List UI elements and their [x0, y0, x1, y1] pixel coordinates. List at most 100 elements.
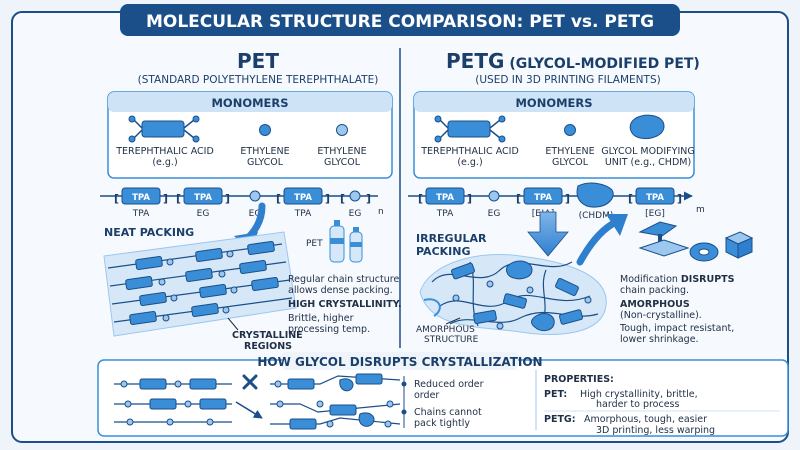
pet-desc-2: allows dense packing. — [288, 285, 393, 296]
water-bottle-icon — [349, 227, 363, 263]
chdm-unit — [576, 182, 614, 208]
pet-packing-title: NEAT PACKING — [104, 226, 194, 239]
ordered-chains — [114, 378, 232, 426]
svg-text:[: [ — [516, 192, 521, 205]
petg-monomer-3-line2: UNIT (e.g., CHDM) — [605, 157, 691, 168]
pet-chain-unit-label: TPA — [194, 193, 212, 203]
pet-chain-unit — [121, 187, 161, 205]
page-title: MOLECULAR STRUCTURE COMPARISON: PET vs. … — [146, 12, 654, 32]
pet-monomer-2-line1: ETHYLENE — [240, 146, 289, 157]
disruption-note-1b: order — [414, 390, 439, 401]
petg-desc-5: lower shrinkage. — [620, 334, 699, 345]
disrupted-chains — [270, 373, 401, 430]
pet-chain-label: EG — [249, 209, 262, 219]
water-bottle-icon — [329, 220, 345, 263]
petg-subheading: (USED IN 3D PRINTING FILAMENTS) — [475, 74, 660, 86]
petg-desc-2: chain packing. — [620, 285, 689, 296]
eg-unit — [488, 190, 500, 202]
eg-unit — [249, 190, 261, 202]
petg-packing-title-2: PACKING — [416, 245, 471, 258]
svg-text:]: ] — [677, 192, 682, 205]
petg-region-label-1: AMORPHOUS — [416, 325, 475, 335]
disruption-arrow — [235, 401, 263, 419]
petg-repeat-index: m — [696, 205, 705, 215]
tpa-molecule-icon — [434, 115, 506, 143]
pet-panel: PET (STANDARD POLYETHYLENE TEREPHTHALATE… — [100, 49, 402, 352]
petg-monomers-box: MONOMERS TEREPHTHALIC ACID (e.g.) ETHYLE… — [413, 91, 695, 179]
petg-amorphous: AMORPHOUS — [620, 299, 690, 310]
pet-monomer-2-line2: GLYCOL — [247, 157, 284, 168]
pet-bottle-label: PET — [306, 239, 323, 249]
svg-text:]: ] — [225, 192, 230, 205]
petg-monomer-2-line1: ETHYLENE — [545, 146, 594, 157]
pet-desc-4: processing temp. — [288, 324, 370, 335]
svg-text:[: [ — [340, 192, 345, 205]
svg-text:[: [ — [276, 192, 281, 205]
printed-cube-icon — [724, 231, 754, 259]
eg-unit — [349, 190, 361, 202]
tpa-molecule-icon — [128, 115, 200, 143]
svg-text:]: ] — [565, 192, 570, 205]
petg-desc-4: Tough, impact resistant, — [619, 323, 734, 334]
pet-chain-label: TPA — [132, 209, 150, 219]
pet-monomer-3-line2: GLYCOL — [324, 157, 361, 168]
petg-monomer-2-line2: GLYCOL — [552, 157, 589, 168]
eg-molecule-icon — [336, 124, 348, 136]
disruption-title: HOW GLYCOL DISRUPTS CRYSTALLIZATION — [257, 355, 542, 369]
petg-curved-arrow-head — [606, 214, 628, 236]
pet-region-label-1: CRYSTALLINE — [232, 330, 303, 341]
petg-chain-unit — [425, 187, 465, 205]
pet-desc-1: Regular chain structure — [288, 274, 399, 285]
pet-region-label-2: REGIONS — [244, 341, 292, 352]
svg-text:]: ] — [467, 192, 472, 205]
properties-pet-label: PET: — [544, 389, 567, 400]
disruption-note-2a: Chains cannot — [414, 407, 482, 418]
petg-down-arrow — [527, 211, 569, 257]
eg-molecule-icon — [564, 124, 576, 136]
properties-pet-line2: harder to process — [596, 399, 679, 410]
disruption-panel: HOW GLYCOL DISRUPTS CRYSTALLIZATION — [97, 352, 789, 437]
svg-text:[: [ — [628, 192, 633, 205]
svg-text:]: ] — [163, 192, 168, 205]
petg-packing-title-1: IRREGULAR — [416, 232, 487, 245]
petg-chain-unit-label: TPA — [534, 193, 552, 203]
properties-title: PROPERTIES: — [544, 374, 614, 385]
pet-monomer-3-line1: ETHYLENE — [317, 146, 366, 157]
chdm-molecule-icon — [629, 114, 665, 139]
pet-monomers-title: MONOMERS — [211, 96, 288, 110]
eg-molecule-icon — [259, 124, 271, 136]
petg-monomers-title: MONOMERS — [515, 96, 592, 110]
svg-text:]: ] — [325, 192, 330, 205]
petg-monomer-1-line2: (e.g.) — [457, 157, 482, 168]
pet-monomer-1-line1: TEREPHTHALIC ACID — [115, 146, 214, 157]
properties-petg-line1: Amorphous, tough, easier — [584, 414, 707, 425]
petg-chain-label: TPA — [436, 209, 454, 219]
pet-crystalline-packing — [103, 231, 297, 337]
pet-chain-unit — [283, 187, 323, 205]
petg-chain-unit — [635, 187, 675, 205]
petg-desc-3: (Non-crystalline). — [620, 310, 702, 321]
petg-chain-unit-label: TPA — [436, 193, 454, 203]
properties-pet-line1: High crystallinity, brittle, — [580, 389, 698, 400]
properties-petg-label: PETG: — [544, 414, 576, 425]
petg-chain-label: [EG] — [645, 209, 665, 219]
pet-chain-unit-label: TPA — [132, 193, 150, 203]
disruption-note-2b: pack tightly — [414, 418, 470, 429]
petg-chain-unit-label: TPA — [646, 193, 664, 203]
svg-text:]: ] — [366, 192, 371, 205]
petg-panel: PETG(GLYCOL-MODIFIED PET) (USED IN 3D PR… — [408, 49, 754, 345]
bullet-icon — [401, 409, 407, 415]
pet-repeat-index: n — [378, 207, 384, 217]
petg-polymer-chain: [ TPA ] [ TPA ] [ TPA ] m TPA EG [E!A] (… — [408, 182, 705, 221]
pet-desc-3: Brittle, higher — [288, 313, 354, 324]
3d-printer-icon — [638, 221, 690, 257]
pet-chain-label: EG — [349, 209, 362, 219]
petg-amorphous-packing — [419, 254, 607, 335]
svg-text:[: [ — [418, 192, 423, 205]
petg-monomer-1-line1: TEREPHTHALIC ACID — [420, 146, 519, 157]
pet-chain-label: TPA — [294, 209, 312, 219]
filament-spool-icon — [689, 242, 719, 262]
pet-monomer-1-line2: (e.g.) — [152, 157, 177, 168]
petg-region-label-2: STRUCTURE — [424, 335, 479, 345]
